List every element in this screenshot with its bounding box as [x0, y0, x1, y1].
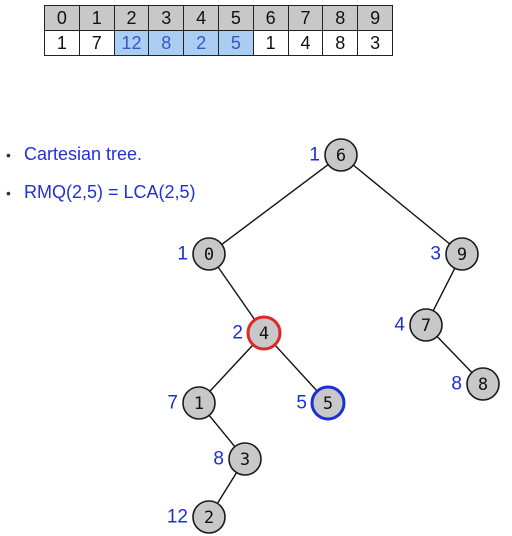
tree-node-5: [310, 385, 346, 421]
tree-node-index: 2: [204, 508, 214, 528]
value-cell: 3: [357, 30, 393, 56]
tree-edge: [436, 336, 473, 373]
tree-node-value: 1: [309, 145, 320, 166]
tree-edge: [274, 344, 318, 392]
index-cell: 9: [357, 5, 393, 31]
tree-node-index: 9: [457, 245, 467, 265]
bullet-text-1: Cartesian tree.: [24, 144, 143, 164]
index-cell: 4: [183, 5, 219, 31]
index-cell: 8: [322, 5, 359, 31]
tree-node-index: 6: [336, 146, 346, 166]
tree-node-index: 8: [478, 375, 488, 395]
tree-node-6: [324, 138, 358, 172]
tree-node-index: 3: [240, 450, 250, 470]
bullet-text-2: RMQ(2,5) = LCA(2,5): [24, 182, 196, 202]
tree-node-1: [182, 386, 216, 420]
bullet-list: • Cartesian tree. • RMQ(2,5) = LCA(2,5): [6, 141, 196, 217]
tree-node-value: 8: [451, 374, 462, 395]
tree-node-value: 12: [167, 507, 188, 528]
tree-node-index: 4: [259, 324, 269, 344]
tree-node-3: [228, 442, 262, 476]
tree-node-index: 1: [194, 394, 204, 414]
index-cell: 5: [217, 5, 254, 31]
tree-node-8: [466, 367, 500, 401]
tree-edge: [217, 266, 256, 321]
value-cell: 1: [252, 30, 289, 56]
tree-node-value: 3: [430, 244, 441, 265]
tree-node-value: 2: [232, 323, 243, 344]
bullet-item: • Cartesian tree.: [6, 141, 196, 179]
tree-node-9: [445, 237, 479, 271]
tree-node-value: 4: [394, 315, 405, 336]
tree-edge: [221, 164, 329, 245]
tree-node-index: 5: [323, 394, 333, 414]
tree-edge: [432, 267, 456, 312]
value-cell: 2: [183, 30, 219, 56]
tree-node-2: [192, 500, 226, 534]
value-cell: 1: [44, 30, 80, 56]
bullet-dot: •: [6, 185, 11, 201]
index-cell: 6: [252, 5, 289, 31]
tree-node-index: 7: [421, 316, 431, 336]
bullet-dot: •: [6, 147, 11, 163]
tree-edge: [209, 344, 254, 392]
tree-edge: [216, 472, 238, 504]
value-cell: 8: [322, 30, 359, 56]
index-cell: 0: [44, 5, 80, 31]
tree-node-value: 8: [213, 449, 224, 470]
index-cell: 3: [148, 5, 185, 31]
tree-node-value: 7: [167, 393, 178, 414]
tree-node-value: 1: [177, 244, 188, 265]
bullet-item: • RMQ(2,5) = LCA(2,5): [6, 179, 196, 217]
tree-node-value: 5: [296, 393, 307, 414]
value-cell: 4: [287, 30, 324, 56]
value-cell: 7: [78, 30, 115, 56]
tree-node-index: 0: [204, 245, 214, 265]
index-cell: 2: [113, 5, 150, 31]
tree-edge: [208, 414, 236, 448]
index-cell: 7: [287, 5, 324, 31]
tree-node-4: [246, 315, 282, 351]
tree-node-7: [409, 308, 443, 342]
tree-edge: [352, 164, 451, 245]
value-cell: 5: [217, 30, 254, 56]
value-cell: 12: [113, 30, 150, 56]
tree-node-0: [192, 237, 226, 271]
